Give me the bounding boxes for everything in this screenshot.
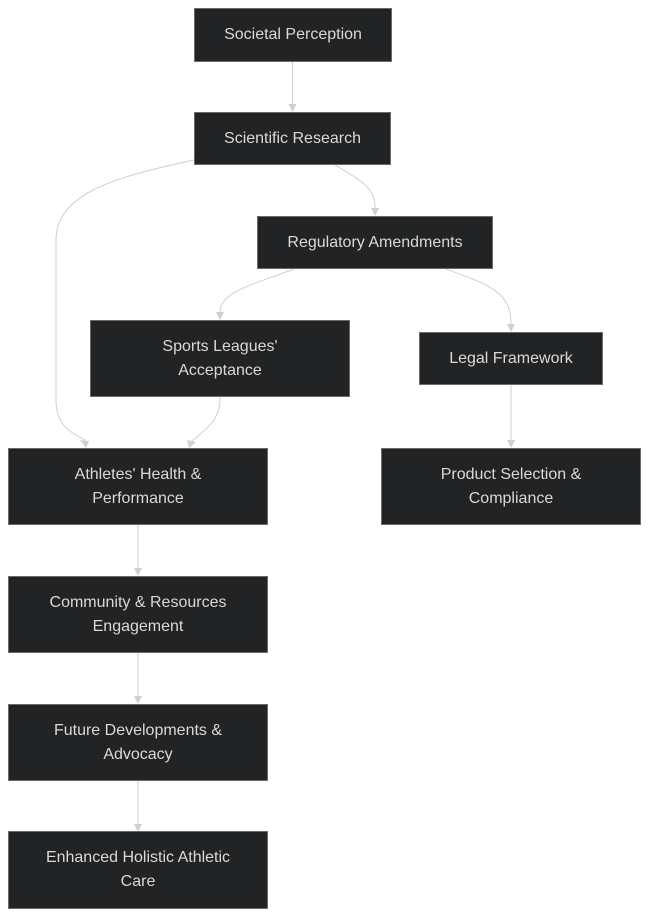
node-sports-leagues-acceptance: Sports Leagues' Acceptance	[90, 320, 350, 397]
node-label: Community & Resources Engagement	[49, 593, 227, 635]
arrowhead	[507, 324, 515, 332]
node-scientific-research: Scientific Research	[194, 112, 391, 165]
edge-regulatory-to-legal	[445, 268, 512, 325]
arrowhead	[371, 208, 379, 216]
node-enhanced-holistic-athletic-care: Enhanced Holistic Athletic Care	[8, 831, 268, 909]
node-label: Sports Leagues' Acceptance	[162, 337, 278, 379]
edge-sports-to-athletes	[191, 396, 221, 442]
node-label: Enhanced Holistic Athletic Care	[45, 849, 231, 890]
node-label: Societal Perception	[224, 26, 362, 43]
arrowhead	[134, 824, 142, 832]
edge-scientific-to-athletes	[55, 159, 195, 441]
edge-scientific-to-regulatory	[334, 164, 376, 209]
node-product-selection-compliance: Product Selection & Compliance	[381, 448, 641, 525]
node-societal-perception: Societal Perception	[194, 8, 392, 62]
arrowhead	[216, 312, 224, 320]
edge-regulatory-to-sports	[219, 268, 295, 313]
arrowhead	[288, 104, 297, 112]
node-label: Athletes' Health & Performance	[74, 465, 202, 507]
arrowhead	[80, 440, 89, 448]
node-label: Scientific Research	[224, 129, 361, 147]
node-future-developments-advocacy: Future Developments & Advocacy	[8, 704, 268, 781]
arrowhead	[507, 440, 515, 448]
node-athletes-health-performance: Athletes' Health & Performance	[8, 448, 268, 525]
node-regulatory-amendments: Regulatory Amendments	[257, 216, 493, 269]
node-community-resources-engagement: Community & Resources Engagement	[8, 576, 268, 653]
arrowhead	[134, 696, 142, 704]
node-label: Future Developments & Advocacy	[53, 721, 223, 763]
node-legal-framework: Legal Framework	[419, 332, 603, 385]
node-label: Legal Framework	[449, 349, 573, 367]
node-label: Product Selection & Compliance	[440, 465, 582, 507]
arrowhead	[187, 440, 196, 448]
node-label: Regulatory Amendments	[287, 233, 463, 251]
arrowhead	[134, 568, 142, 576]
